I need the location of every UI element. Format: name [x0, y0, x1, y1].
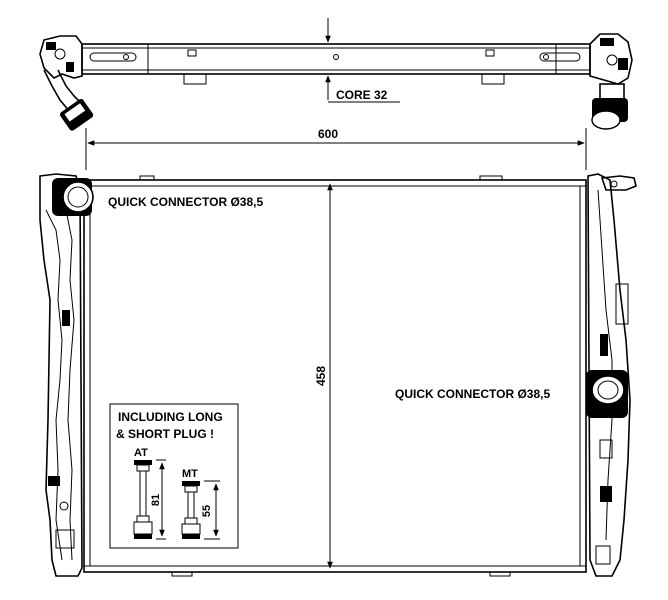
- plug-at-label: AT: [134, 447, 148, 459]
- front-view: QUICK CONNECTOR Ø38,5 QUICK CONNECTOR Ø3…: [39, 173, 637, 577]
- at-plug: 81: [133, 459, 166, 540]
- left-quick-connector: [52, 178, 94, 216]
- plug-note-line2: & SHORT PLUG !: [116, 427, 214, 441]
- right-side-tank: [587, 173, 631, 577]
- at-plug-dimension: 81: [150, 494, 162, 506]
- core-label: CORE 32: [336, 88, 388, 102]
- radiator-core: [83, 179, 587, 573]
- mt-plug-dimension: 55: [201, 505, 213, 517]
- height-dimension: 458: [314, 183, 333, 569]
- plug-note-line1: INCLUDING LONG: [118, 410, 223, 424]
- width-dimension: 600: [85, 127, 587, 170]
- top-left-outlet: [59, 98, 94, 131]
- plug-note-box: INCLUDING LONG & SHORT PLUG ! AT MT 81: [109, 403, 239, 549]
- width-label: 600: [318, 127, 338, 141]
- left-side-tank: [39, 173, 83, 577]
- plug-mt-label: MT: [182, 468, 198, 480]
- right-connector-label: QUICK CONNECTOR Ø38,5: [395, 387, 550, 401]
- top-view: CORE 32: [39, 18, 633, 131]
- top-right-tank: [589, 33, 633, 85]
- mt-plug: 55: [181, 480, 220, 540]
- top-right-outlet: [591, 98, 628, 130]
- top-left-tank: [39, 35, 83, 79]
- height-label: 458: [314, 366, 328, 386]
- left-connector-label: QUICK CONNECTOR Ø38,5: [108, 195, 263, 209]
- right-quick-connector: [586, 370, 628, 418]
